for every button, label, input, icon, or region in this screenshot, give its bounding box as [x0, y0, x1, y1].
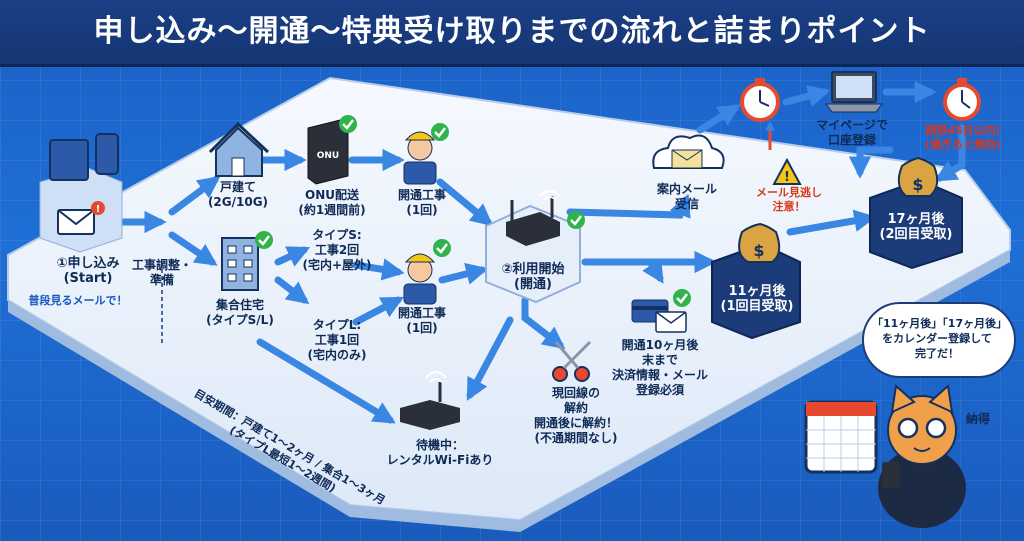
work-apt-label: 開通工事(1回)	[397, 306, 446, 335]
platform-edge	[8, 250, 1010, 532]
check-icon	[255, 231, 273, 249]
mail-label: 案内メール受信	[656, 182, 717, 211]
svg-text:!: !	[784, 170, 790, 185]
month17-label: 17ヶ月後(2回目受取)	[879, 212, 953, 242]
arrow-work-use2	[438, 262, 489, 285]
house-icon	[208, 121, 270, 177]
arrow-to-house	[168, 175, 221, 216]
check-icon	[433, 239, 451, 257]
svg-text:$: $	[753, 241, 764, 260]
arrow-mypage-money	[848, 146, 894, 179]
cloud-mail-icon	[652, 134, 725, 169]
prep-label: 工事調整・準備	[131, 258, 192, 287]
start-device-icon: !	[39, 133, 123, 253]
start-note: 普段見るメールで！	[28, 294, 128, 307]
arrow-use-payment	[642, 258, 664, 284]
arrow-to-apartment	[168, 231, 218, 266]
worker-icon-house	[403, 123, 449, 185]
laptop-icon	[825, 71, 883, 113]
apartment-label: 集合住宅(タイプS/L)	[206, 298, 274, 327]
svg-text:$: $	[912, 175, 923, 194]
speech-bubble	[862, 302, 1016, 378]
work-house-label: 開通工事(1回)	[397, 188, 446, 217]
arrow-use-cancel	[521, 296, 566, 350]
check-icon	[431, 123, 449, 141]
cat-mascot-icon	[878, 384, 966, 528]
type-s-label: タイプS:工事2回(宅内+屋外)	[302, 228, 372, 272]
month11-label: 11ヶ月後(1回目受取)	[720, 284, 794, 314]
speech-bubble-text: 「11ヶ月後」「17ヶ月後」をカレンダー登録して完了だ！	[872, 317, 1008, 360]
worker-icon-apartment	[403, 239, 451, 305]
flow-arrows	[118, 80, 966, 424]
scissors-icon	[552, 340, 592, 382]
money-badge-17: $	[869, 156, 963, 270]
svg-text:!: !	[96, 204, 101, 215]
use-start-label: ②利用開始(開通)	[501, 262, 565, 292]
cancel-label: 現回線の解約 開通後に解約！(不通期間なし)	[533, 386, 618, 445]
waiting-label: 待機中：レンタルWi-Fiあり	[386, 438, 494, 467]
arrow-month11-month17	[786, 209, 877, 236]
mascot-label: 納得	[966, 412, 991, 426]
mypage-label: マイページで口座登録	[816, 118, 888, 147]
house-label: 戸建て(2G/10G)	[207, 180, 269, 209]
money-badge-11: $	[711, 222, 801, 340]
arrow-work-use	[436, 178, 494, 227]
arrow-deadline-money	[934, 124, 966, 182]
arrow-use-mail	[566, 193, 691, 219]
check-icon	[567, 211, 585, 229]
deadline-label: 期限45日以内!(過ぎると無効)	[924, 124, 1002, 151]
apartment-icon	[221, 231, 273, 291]
stopwatch-icon	[740, 78, 780, 122]
check-icon	[339, 115, 357, 133]
stopwatch-icon-deadline	[943, 78, 981, 121]
svg-text:ONU: ONU	[317, 151, 340, 161]
warning-label: メール見逃し注意！	[756, 186, 822, 213]
arrow-use-waiting	[466, 316, 514, 401]
arrow-timer-laptop	[782, 85, 831, 107]
onu-device-icon: ONU	[307, 115, 357, 185]
card-mail-icon	[631, 289, 691, 333]
arrow-timeline	[256, 338, 396, 424]
arrow-apt-typeS	[274, 246, 311, 267]
arrow-apt-typeL	[274, 276, 310, 305]
payment-label: 開通10ヶ月後末まで 決済情報・メール登録必須	[611, 338, 708, 397]
onu-label: ONU配送(約1週間前)	[298, 188, 366, 217]
page-title: 申し込み〜開通〜特典受け取りまでの流れと詰まりポイント	[93, 14, 931, 49]
router-block-icon	[485, 190, 585, 304]
calendar-icon	[804, 400, 878, 474]
arrow-mail-timer	[696, 104, 741, 134]
type-l-label: タイプL:工事1回(宅内のみ)	[307, 318, 367, 362]
wifi-router-icon	[400, 371, 460, 430]
title-bar	[0, 0, 1024, 67]
arrow-typeS-work	[352, 258, 405, 281]
warning-icon: !	[765, 121, 802, 185]
start-label: ①申し込み(Start)	[56, 256, 120, 286]
check-icon	[673, 289, 691, 307]
arrow-typeL-work	[352, 296, 404, 326]
